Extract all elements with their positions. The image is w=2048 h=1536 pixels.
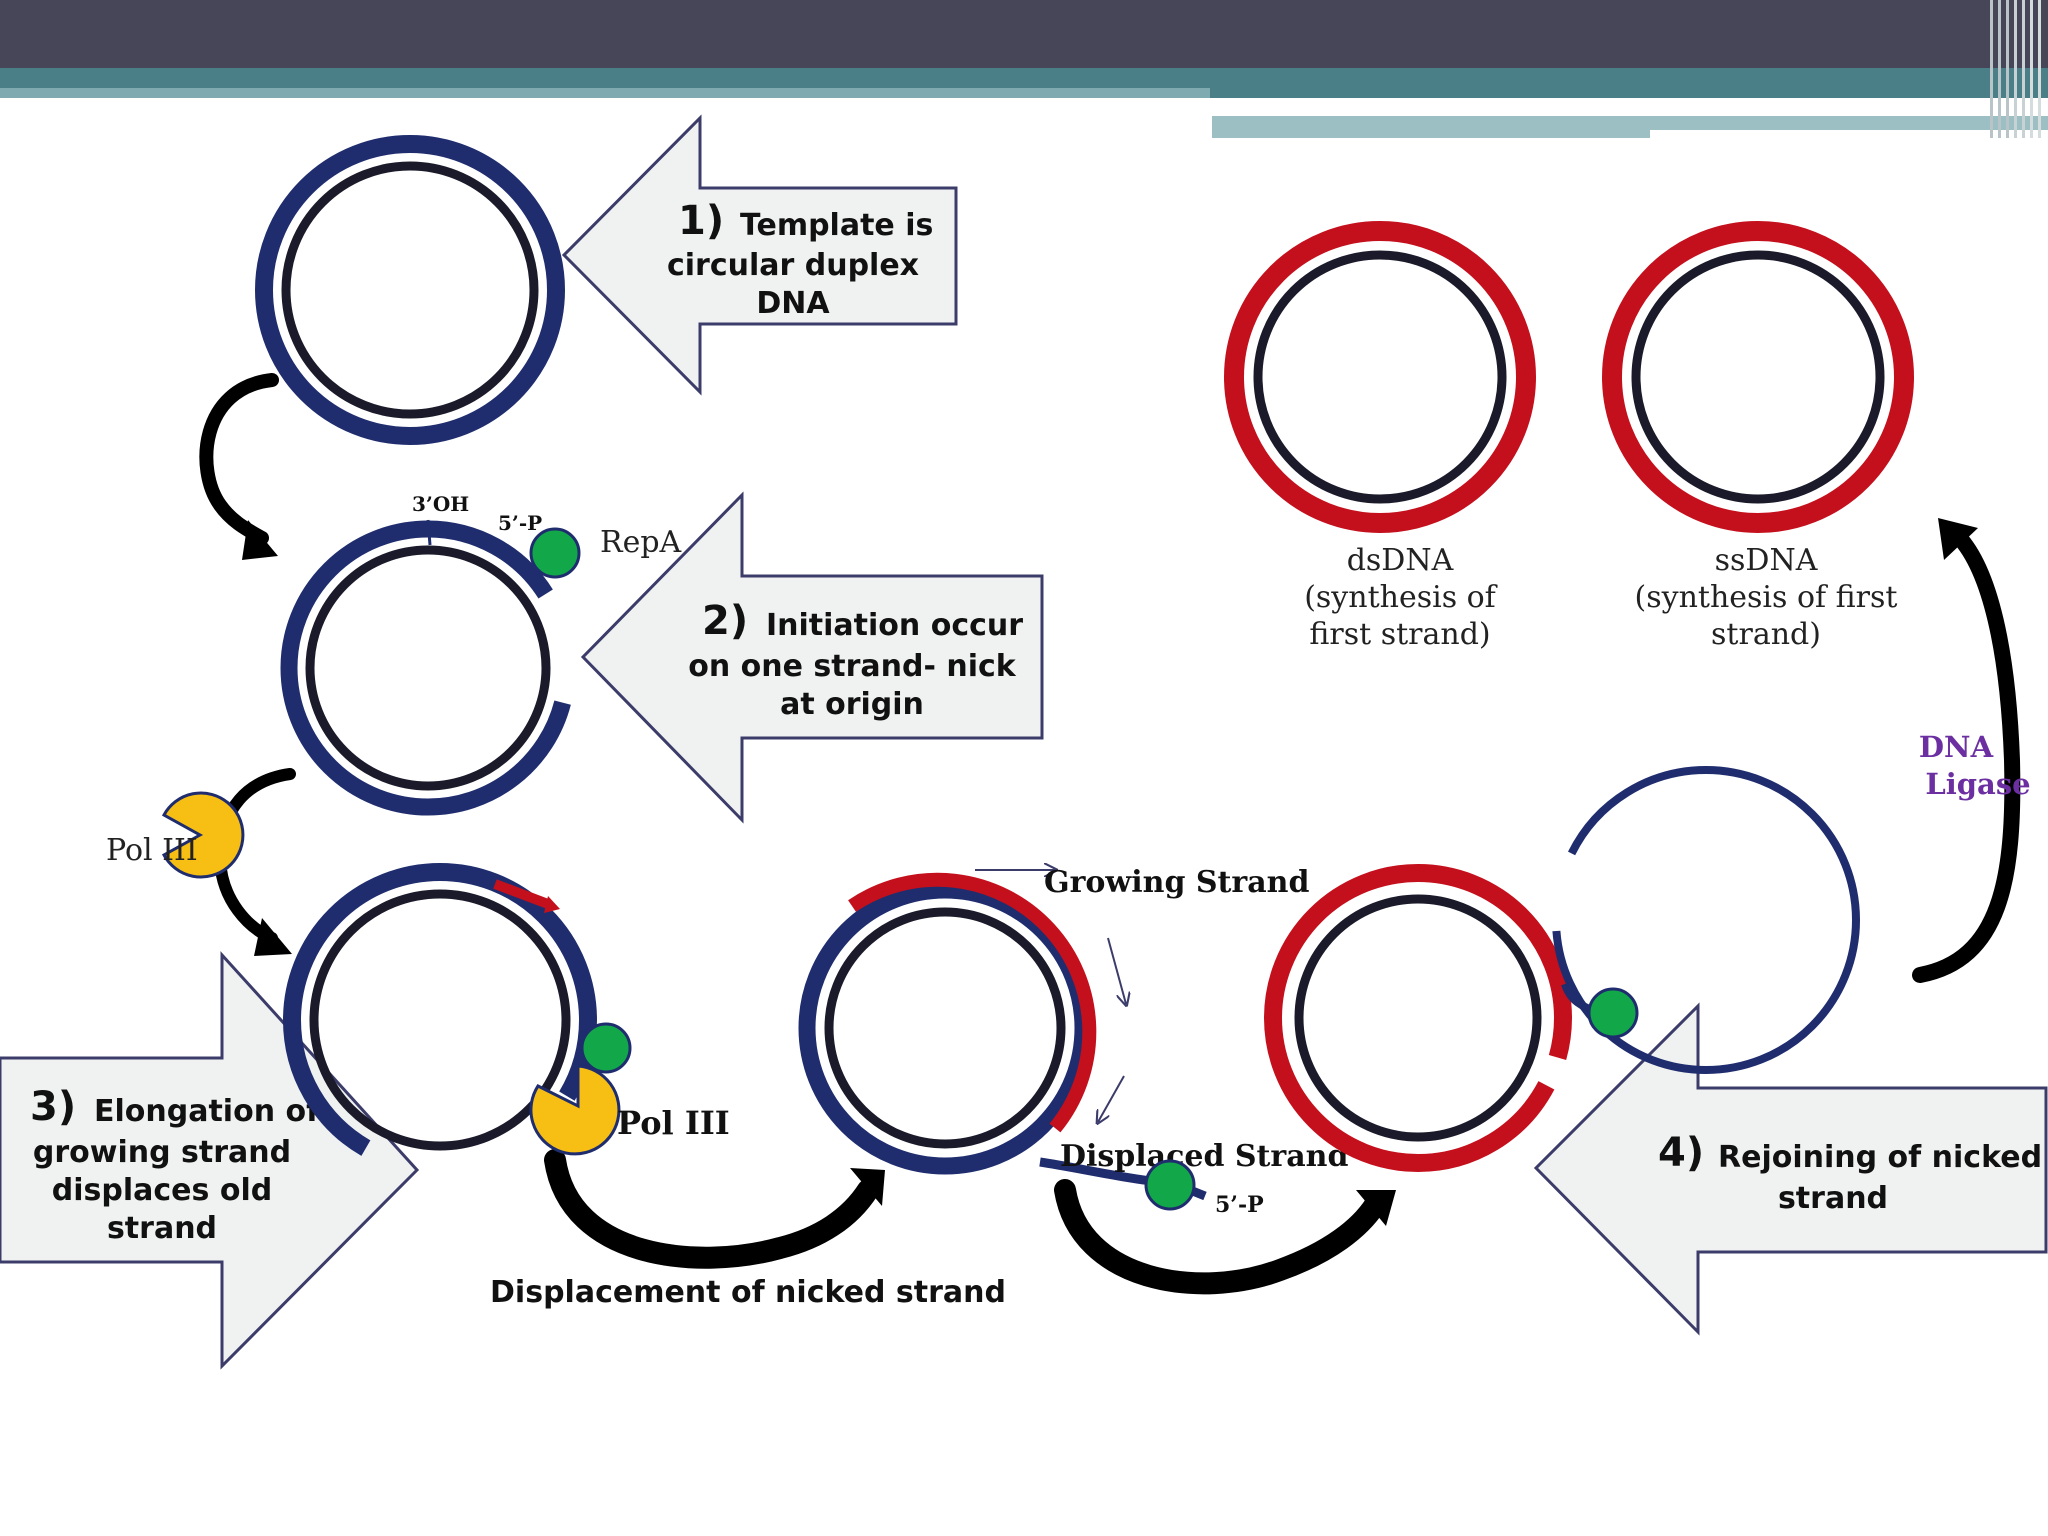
- step4-number: 4): [1658, 1130, 1704, 1176]
- dna-circle-displacement: [798, 870, 1207, 1201]
- step3-line1: Elongation of: [94, 1094, 320, 1129]
- label-5p: 5’-P: [498, 511, 542, 535]
- callout-step1: 1) Template is circular duplex DNA: [561, 114, 958, 396]
- step1-line1: Template is: [740, 208, 933, 243]
- label-pol-iii-bold: Pol III: [617, 1104, 730, 1142]
- repA-protein-displaced: [1144, 1159, 1196, 1211]
- label-dsdna: dsDNA (synthesis of first strand): [1304, 543, 1497, 652]
- step2-number: 2): [702, 598, 748, 644]
- repA-protein-rejoining: [1587, 987, 1639, 1039]
- flow-arrow-displace-to-4: [1054, 1179, 1396, 1295]
- dsdna-line2: (synthesis of: [1304, 580, 1497, 615]
- label-repA: RepA: [600, 525, 682, 560]
- label-3oh: 3’OH: [412, 492, 469, 516]
- callout-step4: 4) Rejoining of nicked strand: [1533, 1002, 2048, 1336]
- ssdna-line2: (synthesis of first: [1635, 580, 1898, 615]
- ssdna-line1: ssDNA: [1715, 543, 1818, 578]
- step2-line3: at origin: [780, 687, 924, 722]
- label-displaced-strand: Displaced Strand: [1060, 1139, 1348, 1174]
- dsdna-line3: first strand): [1309, 617, 1490, 652]
- step3-number: 3): [30, 1084, 76, 1130]
- step4-line1: Rejoining of nicked: [1718, 1140, 2042, 1175]
- step1-line3: DNA: [756, 286, 830, 321]
- label-5p-tail: 5’-P: [1215, 1192, 1264, 1218]
- dna-circle-rejoining: [1264, 864, 1572, 1172]
- step1-line2: circular duplex: [667, 248, 919, 283]
- label-growing-strand: Growing Strand: [1044, 865, 1309, 900]
- step1-number: 1): [678, 198, 724, 244]
- callout-step3: 3) Elongation of growing strand displace…: [0, 951, 420, 1370]
- pol-iii-protein-left: [161, 791, 245, 879]
- step3-line2: growing strand: [33, 1135, 291, 1170]
- flow-arrow-ligase: [1912, 518, 2021, 983]
- repA-protein: [529, 527, 581, 579]
- label-ssdna: ssDNA (synthesis of first strand): [1635, 543, 1898, 652]
- ssdna-line3: strand): [1711, 617, 1821, 652]
- header-stripes: [1990, 0, 2041, 138]
- dna-circle-ssdna-product: [1602, 221, 1914, 533]
- step4-line2: strand: [1778, 1181, 1888, 1216]
- repA-protein-elongation: [580, 1022, 632, 1074]
- step3-line3: displaces old: [52, 1173, 272, 1208]
- dna-circle-dsdna-product: [1224, 221, 1536, 533]
- dna-circle-nicked: [280, 519, 576, 816]
- step2-line2: on one strand- nick: [688, 649, 1017, 684]
- step3-line4: strand: [107, 1211, 217, 1246]
- flow-arrow-1-to-2: [199, 373, 279, 560]
- dsdna-line1: dsDNA: [1347, 543, 1454, 578]
- header-banner: [0, 0, 2048, 138]
- ligase-line1: DNA: [1919, 730, 1994, 764]
- flow-arrow-3-to-displace: [544, 1149, 885, 1269]
- label-pol-iii-left: Pol III: [106, 833, 198, 868]
- step2-line1: Initiation occur: [766, 608, 1023, 643]
- callout-step2: 2) Initiation occur on one strand- nick …: [580, 491, 1044, 824]
- label-dna-ligase: DNA Ligase: [1919, 730, 2031, 801]
- caption-displacement: Displacement of nicked strand: [490, 1275, 1006, 1310]
- ligase-line2: Ligase: [1925, 767, 2030, 801]
- dna-circle-template: [255, 135, 565, 445]
- pol-iii-protein-elongation: [529, 1064, 621, 1156]
